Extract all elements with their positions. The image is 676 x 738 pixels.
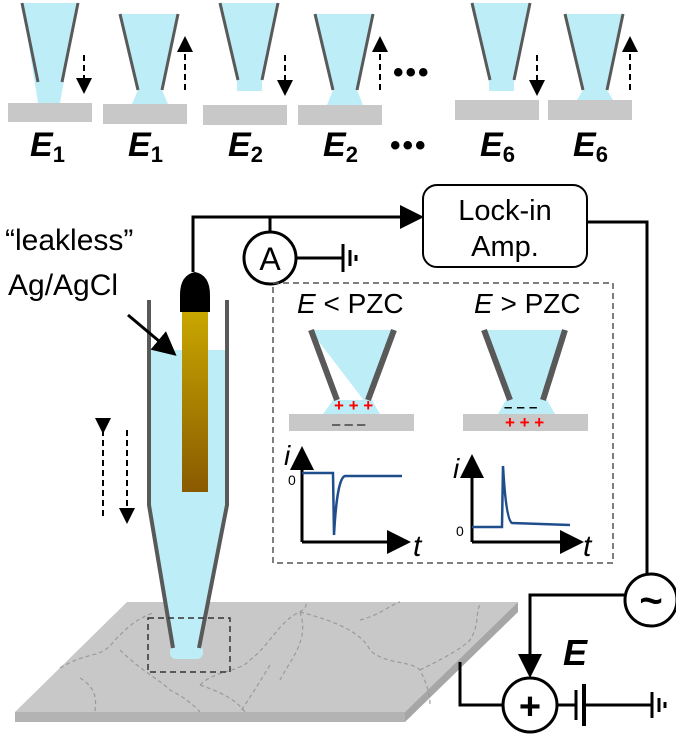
label-step-1: E1: [30, 126, 65, 167]
label-step-6: E6: [573, 126, 608, 167]
svg-text:0: 0: [456, 523, 464, 539]
step-4-retract: [298, 13, 388, 125]
adder: +: [501, 676, 559, 734]
svg-text:0: 0: [288, 472, 296, 488]
ref-electrode-label-1: “leakless”: [5, 224, 133, 257]
label-step-2: E1: [128, 126, 163, 167]
step-6-retract: [548, 13, 638, 120]
substrate: [455, 100, 539, 120]
svg-text:i: i: [453, 453, 460, 484]
ellipsis-top: •••: [393, 56, 431, 89]
svg-text:Lock-in: Lock-in: [458, 195, 552, 227]
svg-text:t: t: [413, 530, 423, 563]
label-step-5: E6: [480, 126, 515, 167]
ag-agcl-electrode: [182, 310, 208, 492]
svg-text:A: A: [259, 241, 281, 277]
grain-boundaries: [59, 601, 481, 713]
step-5-approach: [455, 2, 545, 120]
ellipsis-labels: •••: [390, 129, 428, 162]
tip-charges: – – –: [504, 399, 537, 416]
svg-text:+: +: [519, 686, 541, 728]
pzc-inset: E < PZC + + + – – – i t 0 E > PZC – – – …: [272, 282, 614, 564]
svg-text:~: ~: [639, 579, 662, 623]
zoom-region-box: [147, 617, 231, 673]
current-plot-left: i t 0: [284, 440, 423, 563]
svg-text:Amp.: Amp.: [471, 231, 539, 263]
current-plot-right: i t 0: [453, 453, 593, 563]
current-trace: [302, 471, 402, 536]
current-trace: [472, 465, 571, 529]
surface-charges: + + +: [505, 413, 544, 432]
lock-in-amplifier: Lock-in Amp.: [422, 184, 588, 268]
inset-right-title: E > PZC: [474, 288, 581, 319]
step-2-retract: [103, 13, 193, 124]
surface-charges: – – –: [332, 416, 366, 433]
inset-left-title: E < PZC: [297, 288, 404, 319]
label-step-4: E2: [323, 126, 358, 167]
circuit-wires: [191, 205, 667, 726]
approach-sequence: [8, 2, 92, 122]
svg-text:t: t: [583, 530, 593, 563]
substrate: [298, 105, 382, 125]
electrode-cap: [180, 272, 210, 312]
svg-text:i: i: [284, 440, 291, 471]
substrate: [548, 100, 632, 120]
label-step-3: E2: [228, 126, 263, 167]
potential-labels: E1 E1 E2 E2 E6 E6 ••• •••: [30, 56, 608, 167]
substrate-sample: [15, 601, 518, 722]
ref-electrode-label-2: Ag/AgCl: [8, 269, 118, 302]
step-3-approach: [203, 2, 293, 125]
substrate: [103, 104, 187, 124]
substrate: [203, 105, 287, 125]
tip-charges: + + +: [334, 396, 373, 415]
ammeter: A: [242, 230, 298, 286]
step-1-approach: [8, 2, 92, 122]
substrate: [8, 103, 92, 122]
nanopipette: [95, 272, 231, 673]
ac-source: ~: [623, 572, 676, 628]
bias-label: E: [563, 632, 588, 673]
pointer-arrow-icon: [127, 313, 177, 356]
